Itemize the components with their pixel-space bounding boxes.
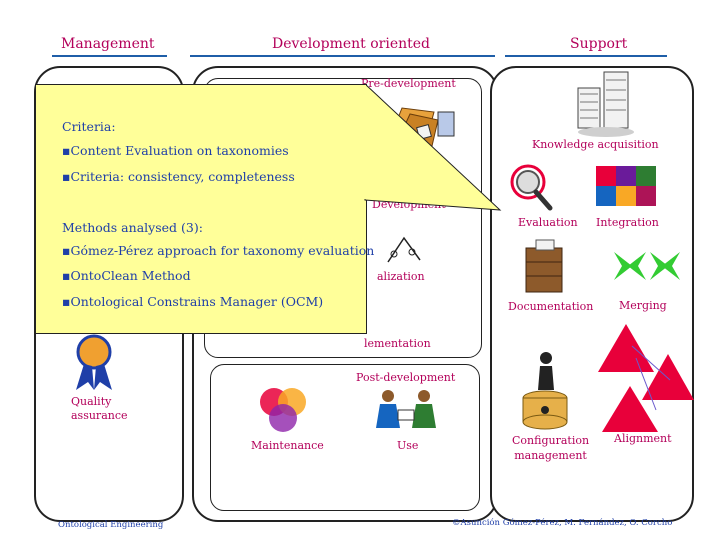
alignment-label: Alignment [614, 432, 672, 445]
merging-label: Merging [619, 299, 667, 312]
merging-arrows-icon [614, 252, 680, 280]
post-development-box [210, 364, 480, 511]
quality-assurance-label: Quality assurance [71, 395, 128, 422]
filing-cabinet-icon [525, 239, 563, 293]
method-item-1-text: Gómez-Pérez approach for taxonomy evalua… [70, 243, 375, 258]
criteria-heading: Criteria: [62, 119, 116, 134]
support-header: Support [570, 36, 628, 52]
documentation-label: Documentation [508, 300, 594, 313]
method-item-3: ▪Ontological Constrains Manager (OCM) [62, 294, 324, 309]
alignment-triangles-icon [598, 324, 694, 432]
methods-heading: Methods analysed (3): [62, 220, 203, 235]
knowledge-acquisition-label: Knowledge acquisition [532, 138, 659, 151]
conceptualization-label-partial: alization [377, 270, 425, 283]
management-rule [52, 55, 167, 57]
configuration-figure-icon [522, 352, 568, 430]
criteria-item-2: ▪Criteria: consistency, completeness [62, 169, 295, 184]
use-label: Use [397, 439, 419, 452]
pre-development-label: Pre-development [361, 77, 456, 90]
post-development-label: Post-development [356, 371, 456, 384]
management-header: Management [61, 36, 155, 52]
support-panel [490, 66, 694, 522]
footer-left: Ontological Engineering [58, 520, 164, 530]
development-header: Development oriented [272, 36, 430, 52]
ribbon-icon [76, 334, 112, 390]
document-stacks-icon [577, 71, 634, 137]
method-item-2: ▪OntoClean Method [62, 268, 191, 283]
footer-right: ©Asunción Gómez-Pérez, M. Fernández, O. … [452, 518, 673, 528]
method-item-3-text: Ontological Constrains Manager (OCM) [70, 294, 324, 309]
method-item-2-text: OntoClean Method [70, 268, 191, 283]
criteria-item-1: ▪Content Evaluation on taxonomies [62, 143, 289, 158]
support-rule [505, 55, 667, 57]
implementation-label-partial: lementation [364, 337, 431, 350]
evaluation-label: Evaluation [518, 216, 578, 229]
conceptualization-sketch-icon [387, 236, 421, 263]
maintenance-venn-icon [260, 388, 306, 432]
configuration-management-label: Configuration management [512, 434, 590, 462]
criteria-item-2-text: Criteria: consistency, completeness [70, 169, 295, 184]
criteria-item-1-text: Content Evaluation on taxonomies [70, 143, 289, 158]
evaluation-callout: Criteria: ▪Content Evaluation on taxonom… [35, 84, 374, 334]
puzzle-icon [596, 166, 656, 206]
method-item-1: ▪Gómez-Pérez approach for taxonomy evalu… [62, 243, 375, 258]
maintenance-label: Maintenance [251, 439, 324, 452]
use-people-icon [376, 390, 436, 428]
integration-label: Integration [596, 216, 659, 229]
development-rule [190, 55, 495, 57]
magnifier-icon [510, 164, 553, 211]
